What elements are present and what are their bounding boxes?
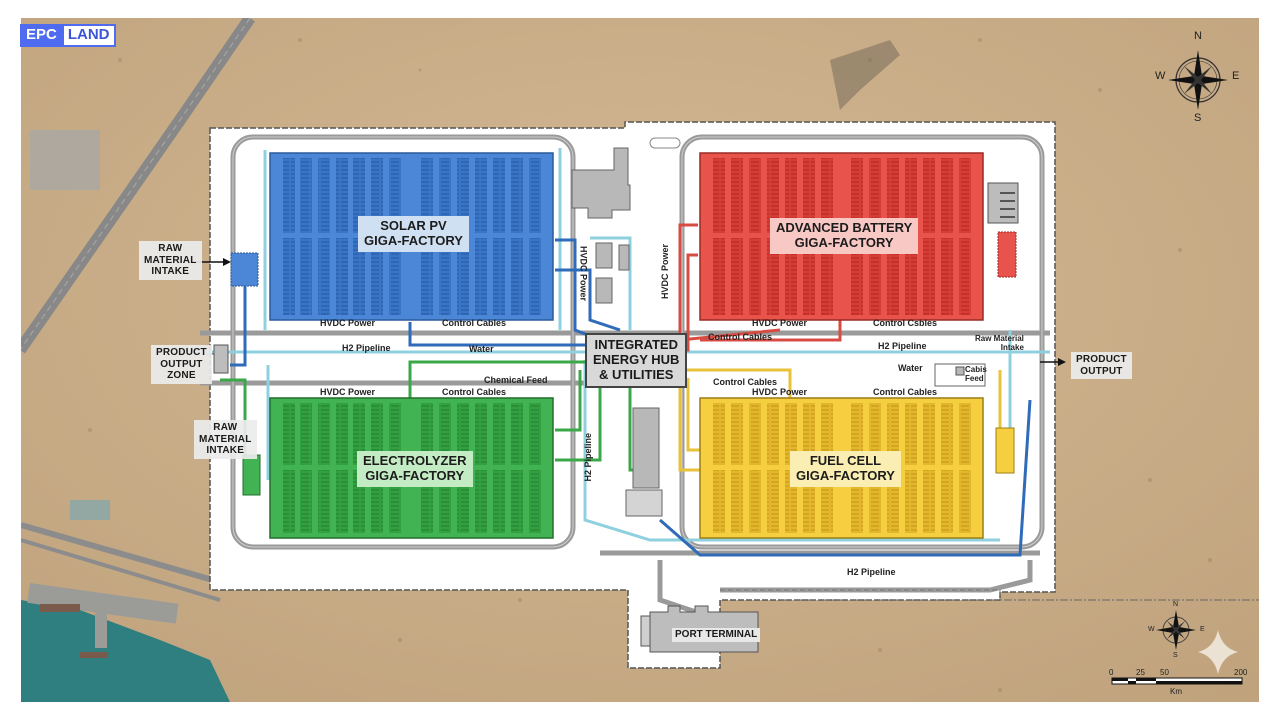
electrolyzer-intake-building (242, 454, 261, 496)
sparkle-icon (1198, 630, 1238, 674)
battery-label-line2: GIGA-FACTORY (794, 234, 894, 250)
brand-logo: EPC LAND (20, 24, 116, 47)
callout-line: OUTPUT (160, 358, 203, 370)
raw-material-intake-small-label: Raw Material Intake (975, 334, 1024, 353)
fuel-cell-factory-label[interactable]: FUEL CELL GIGA-FACTORY (790, 451, 901, 487)
label-line: Feed (965, 373, 984, 383)
label-line: Cabis (965, 365, 987, 374)
brand-logo-part2: LAND (61, 24, 116, 47)
compass-rose-small (1156, 610, 1196, 650)
hub-line3: & UTILITIES (599, 366, 674, 382)
callout-line: PRODUCT (1076, 354, 1127, 365)
callout-line: OUTPUT (1080, 365, 1123, 377)
electrolyzer-factory-label[interactable]: ELECTROLYZER GIGA-FACTORY (357, 451, 473, 487)
callout-line: MATERIAL (144, 254, 197, 266)
fuelcell-hvdc-power-label: HVDC Power (752, 387, 808, 397)
callout-line: INTAKE (206, 445, 245, 456)
water-label-right: Water (898, 363, 923, 373)
callout-line: MATERIAL (199, 433, 252, 445)
callout-line: PRODUCT (156, 347, 207, 358)
solar-hvdc-power-label: HVDC Power (320, 318, 376, 328)
port-terminal-label[interactable]: PORT TERMINAL (672, 628, 761, 642)
product-output-zone-callout: PRODUCT OUTPUT ZONE (151, 345, 212, 384)
compass-north-letter: N (1194, 30, 1202, 42)
product-output-callout: PRODUCT OUTPUT (1071, 352, 1132, 379)
raw-material-intake-callout-bottom: RAW MATERIAL INTAKE (194, 420, 257, 459)
battery-side-building (997, 231, 1017, 278)
advanced-battery-factory-label[interactable]: ADVANCED BATTERY GIGA-FACTORY (770, 218, 919, 254)
callout-line: RAW (158, 243, 183, 254)
small-compass-south-letter: S (1173, 652, 1178, 659)
north-utility-building (571, 147, 631, 219)
scale-tick-25: 25 (1136, 668, 1145, 677)
chemical-feed-label: Chemical Feed (484, 375, 548, 385)
h2-pipeline-label-bottom: H2 Pipeline (847, 567, 896, 577)
scale-bar-graphic (1111, 677, 1243, 685)
integrated-energy-hub-label[interactable]: INTEGRATED ENERGY HUB & UTILITIES (585, 333, 688, 388)
callout-line: RAW (213, 422, 238, 433)
hvdc-power-vertical-label-right: HVDC Power (660, 244, 670, 300)
small-compass-east-letter: E (1200, 626, 1205, 633)
small-compass-north-letter: N (1173, 601, 1179, 608)
label-line: Intake (1000, 342, 1024, 352)
solar-label-line2: GIGA-FACTORY (364, 232, 463, 248)
battery-control-cables-label-2: Control Cables (708, 332, 773, 342)
fuelcell-control-cables-label-1: Control Cables (713, 377, 778, 387)
water-label-left: Water (469, 344, 494, 354)
callout-line: ZONE (167, 370, 196, 381)
solar-control-cables-label: Control Cables (442, 318, 507, 328)
scale-tick-0: 0 (1109, 668, 1114, 677)
scale-tick-50: 50 (1160, 668, 1169, 677)
compass-east-letter: E (1232, 70, 1240, 82)
product-output-building (213, 344, 229, 374)
callout-line: INTAKE (151, 266, 190, 277)
hub-line2: ENERGY HUB (593, 351, 680, 367)
cable-feed-label: Cabis Feed (965, 365, 987, 384)
fuelcell-control-cables-label-2: Control Cables (873, 387, 938, 397)
fuelcell-side-building (995, 427, 1015, 474)
scale-unit-label: Km (1170, 687, 1182, 696)
electrolyzer-control-cables-label: Control Cables (442, 387, 507, 397)
compass-west-letter: W (1155, 70, 1166, 82)
compass-south-letter: S (1194, 112, 1202, 124)
electrolyzer-label-line2: GIGA-FACTORY (365, 467, 465, 483)
substation-building (625, 489, 663, 517)
h2-pipeline-label-right: H2 Pipeline (878, 341, 927, 351)
raw-material-intake-callout-top: RAW MATERIAL INTAKE (139, 241, 202, 280)
compass-rose-main (1168, 50, 1228, 110)
battery-control-cables-label: Control Csbles (873, 318, 938, 328)
hvdc-power-vertical-label-left: HVDC Power (578, 246, 589, 302)
electrolyzer-label-line1: ELECTROLYZER (363, 453, 467, 468)
fuelcell-label-line2: GIGA-FACTORY (796, 467, 895, 483)
hub-annex-building (632, 407, 660, 489)
solar-intake-building (230, 252, 259, 287)
solar-label-line1: SOLAR PV (380, 218, 447, 233)
hub-line1: INTEGRATED (594, 337, 678, 352)
label-line: Raw Material (975, 334, 1024, 343)
electrolyzer-hvdc-power-label: HVDC Power (320, 387, 376, 397)
h2-pipeline-vertical-label: H2 Pipeline (583, 433, 593, 482)
battery-label-line1: ADVANCED BATTERY (776, 220, 913, 235)
fuelcell-label-line1: FUEL CELL (809, 453, 882, 468)
brand-logo-part1: EPC (20, 24, 62, 47)
small-compass-west-letter: W (1148, 626, 1155, 633)
h2-pipeline-label-left: H2 Pipeline (342, 343, 391, 353)
solar-pv-factory-label[interactable]: SOLAR PV GIGA-FACTORY (358, 216, 469, 252)
battery-hvdc-power-label: HVDC Power (752, 318, 808, 328)
scale-tick-200: 200 (1234, 668, 1248, 677)
